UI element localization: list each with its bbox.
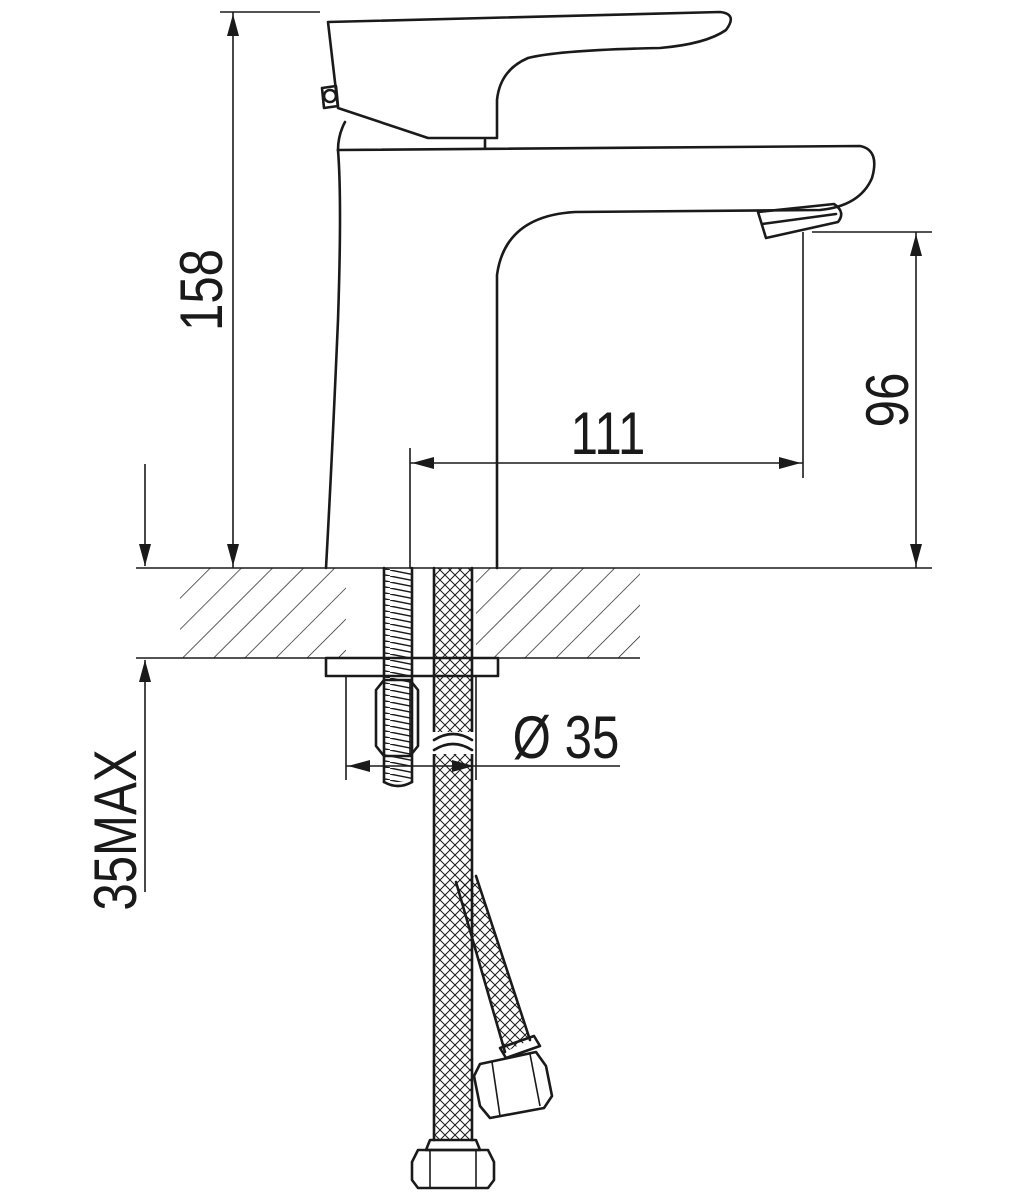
hose-fitting-secondary — [472, 1034, 554, 1120]
braided-hose-main — [428, 566, 478, 1142]
mounting-stud — [382, 566, 414, 788]
countertop-section — [136, 567, 932, 659]
lever-handle — [320, 10, 733, 140]
faucet-body — [324, 120, 876, 570]
label-158: 158 — [167, 249, 235, 331]
label-111: 111 — [571, 399, 646, 467]
stud-nut — [374, 678, 420, 758]
label-35max: 35MAX — [81, 749, 149, 910]
aerator — [756, 202, 843, 240]
dimension-max-deck-thickness: 35MAX — [81, 464, 151, 911]
label-diameter-35: Ø 35 — [513, 703, 620, 771]
dimension-spout-reach: 111 — [409, 232, 804, 568]
dimension-overall-height: 158 — [167, 11, 320, 568]
label-96: 96 — [853, 373, 921, 428]
dimension-spout-height: 96 — [812, 231, 932, 568]
dimension-hole-diameter: Ø 35 — [345, 676, 620, 780]
braided-hose-secondary — [454, 874, 532, 1054]
hose-fitting-main — [410, 1138, 496, 1190]
